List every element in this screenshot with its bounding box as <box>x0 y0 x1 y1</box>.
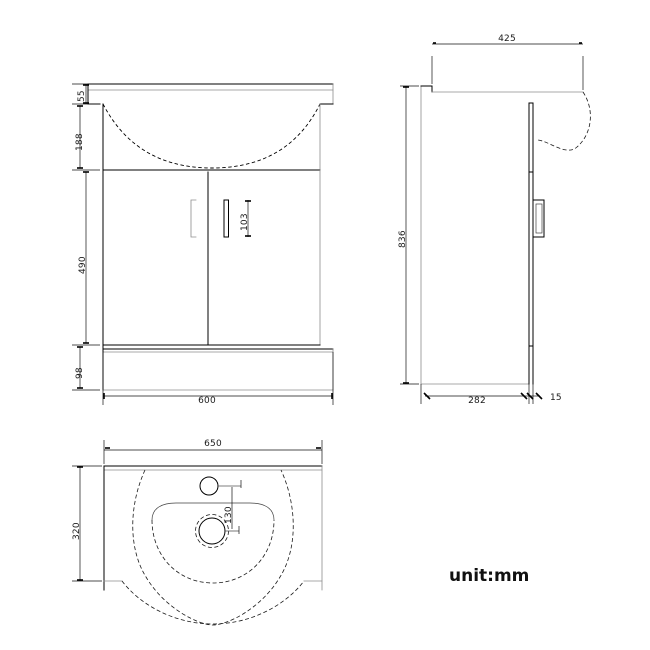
unit-note-label: unit:mm <box>449 566 529 586</box>
plan-basin-outer-contour <box>132 469 294 626</box>
side-basin-overhang-curve <box>536 91 591 151</box>
dim-side-overall-height: 836 <box>398 230 408 248</box>
side-panel-thickness-marks <box>528 384 534 404</box>
plan-waste-offset-dimension: 130 <box>224 487 234 529</box>
dim-front-basin-height: 188 <box>75 133 85 151</box>
dim-plan-basin-width: 650 <box>204 439 222 449</box>
front-width-dimension: 600 <box>102 352 334 406</box>
plan-tap-hole <box>199 476 219 496</box>
front-vertical-dimensions: 55 188 490 98 <box>72 83 100 391</box>
dim-front-top-band: 55 <box>77 90 87 102</box>
plan-hole-leaders <box>218 480 242 534</box>
dim-plan-basin-depth: 320 <box>72 522 82 540</box>
side-door-panel <box>528 102 534 385</box>
front-left-door-handle <box>190 199 197 238</box>
front-basin-bowl-profile <box>102 103 321 169</box>
dim-side-basin-depth: 425 <box>498 34 516 44</box>
side-depth-dimensions: 282 15 <box>420 384 562 406</box>
side-door-handle <box>532 199 545 238</box>
plan-countertop-outline <box>103 465 323 591</box>
front-counter-band <box>87 83 334 105</box>
front-cabinet-carcass <box>102 169 321 346</box>
side-cabinet-body <box>420 85 530 385</box>
side-basin-top-profile <box>420 85 584 93</box>
dim-front-plinth-height: 98 <box>75 367 85 379</box>
plan-depth-dimension: 320 <box>72 465 102 582</box>
front-handle-dimension: 103 <box>240 200 251 237</box>
dim-side-cabinet-depth: 282 <box>468 396 486 406</box>
front-right-door-handle <box>223 199 229 238</box>
front-elevation-view: 55 188 490 98 <box>72 83 334 406</box>
dim-side-panel-thickness: 15 <box>550 393 562 403</box>
dim-front-door-height: 490 <box>78 256 88 274</box>
plan-basin-inner-contour <box>151 502 275 584</box>
side-elevation-view: 425 836 282 15 <box>398 34 591 406</box>
side-overall-height-dimension: 836 <box>398 85 419 385</box>
plan-view: 130 650 320 <box>72 439 323 626</box>
side-basin-depth-dimension: 425 <box>431 34 584 90</box>
dim-plan-waste-offset: 130 <box>224 506 234 524</box>
front-plinth <box>102 344 334 391</box>
dim-front-handle-length: 103 <box>240 213 250 231</box>
dim-front-overall-width: 600 <box>198 396 216 406</box>
plan-width-dimension: 650 <box>103 439 323 464</box>
plan-front-apron-curve <box>121 580 305 625</box>
